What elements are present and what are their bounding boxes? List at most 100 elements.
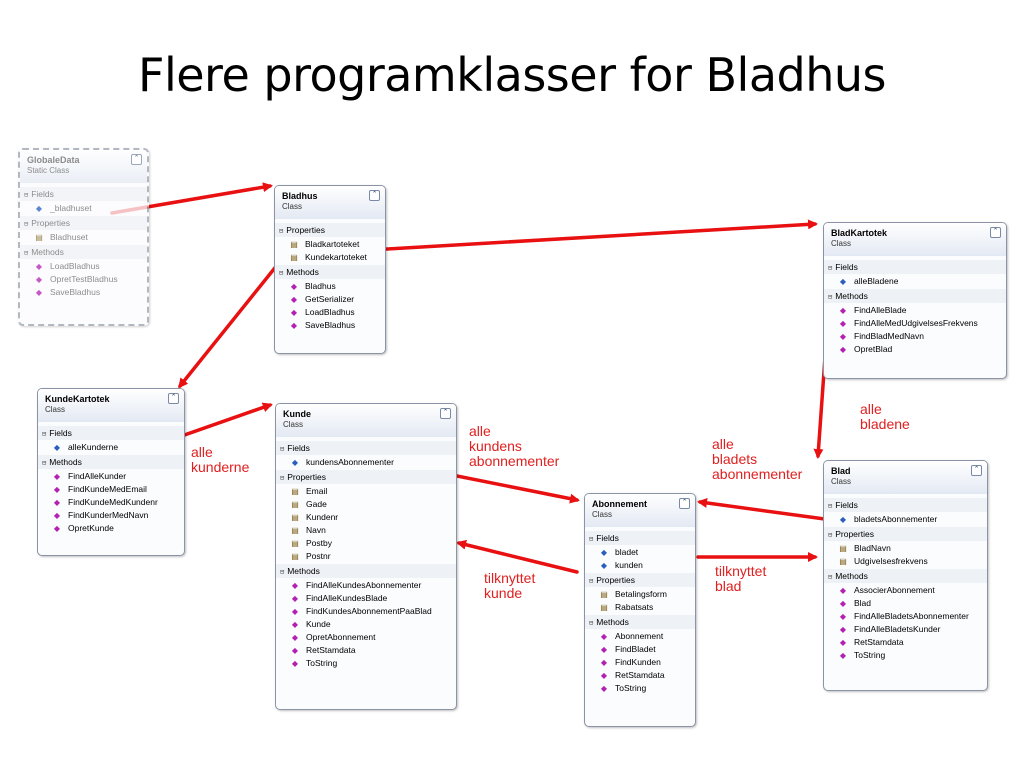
property-item: ▤Postby: [291, 537, 332, 548]
label-alle-bladets-abonnementer: alle bladets abonnementer: [712, 436, 803, 482]
section-methods[interactable]: ⊟Methods: [585, 615, 695, 629]
method-item: ◆SaveBladhus: [290, 319, 356, 330]
method-icon: ◆: [839, 611, 847, 621]
class-box-abonnement[interactable]: Abonnement Class ⌃ ⊟Fields ◆bladet ◆kund…: [584, 493, 696, 727]
section-properties[interactable]: ⊟Properties: [276, 470, 456, 484]
method-item: ◆ToString: [839, 649, 886, 660]
arrow-bladhus-to-bladkartotek: [368, 219, 818, 252]
minus-icon: ⊟: [279, 227, 284, 235]
class-name: Abonnement: [592, 499, 647, 509]
collapse-icon[interactable]: ⌃: [369, 190, 380, 201]
class-box-bladhus[interactable]: Bladhus Class ⌃ ⊟Properties ▤Bladkartote…: [274, 185, 386, 354]
minus-icon: ⊟: [589, 577, 594, 585]
section-fields[interactable]: ⊟Fields: [824, 498, 987, 512]
section-fields[interactable]: ⊟Fields: [585, 531, 695, 545]
method-icon: ◆: [35, 287, 43, 297]
class-kind: Class: [831, 477, 852, 486]
method-item: ◆FindAlleKundesBlade: [291, 592, 388, 603]
collapse-icon[interactable]: ⌃: [679, 498, 690, 509]
method-icon: ◆: [600, 631, 608, 641]
property-icon: ▤: [290, 252, 298, 262]
class-box-globaledata[interactable]: GlobaleData Static Class ⌃ ⊟Fields ◆_bla…: [18, 148, 149, 326]
arrow-blad-to-abonnement: [697, 497, 834, 522]
method-item: ◆FindKundesAbonnementPaaBlad: [291, 605, 432, 616]
class-kind: Class: [592, 510, 613, 519]
method-item: ◆FindKundeMedKundenr: [53, 496, 158, 507]
method-item: ◆FindKunderMedNavn: [53, 509, 149, 520]
method-item: ◆FindAlleBladetsKunder: [839, 623, 941, 634]
minus-icon: ⊟: [828, 573, 833, 581]
section-properties[interactable]: ⊟Properties: [275, 223, 385, 237]
method-icon: ◆: [35, 274, 43, 284]
section-fields[interactable]: ⊟Fields: [38, 426, 184, 440]
class-box-blad[interactable]: Blad Class ⌃ ⊟Fields ◆bladetsAbonnemente…: [823, 460, 988, 691]
field-item: ◆bladet: [600, 546, 639, 557]
method-item: ◆Blad: [839, 597, 872, 608]
field-item: ◆alleBladene: [839, 275, 899, 286]
section-methods[interactable]: ⊟Methods: [276, 564, 456, 578]
collapse-icon[interactable]: ⌃: [131, 154, 142, 165]
section-properties[interactable]: ⊟Properties: [20, 216, 147, 230]
section-methods[interactable]: ⊟Methods: [38, 455, 184, 469]
property-icon: ▤: [291, 512, 299, 522]
property-item: ▤Kundekartoteket: [290, 251, 367, 262]
method-item: ◆FindBladMedNavn: [839, 330, 924, 341]
method-item: ◆OpretTestBladhus: [35, 273, 118, 284]
property-icon: ▤: [291, 486, 299, 496]
minus-icon: ⊟: [24, 191, 29, 199]
property-icon: ▤: [600, 589, 608, 599]
method-item: ◆Kunde: [291, 618, 331, 629]
field-item: ◆_bladhuset: [35, 202, 92, 213]
method-item: ◆ToString: [291, 657, 338, 668]
field-icon: ◆: [600, 547, 608, 557]
method-icon: ◆: [291, 606, 299, 616]
property-icon: ▤: [600, 602, 608, 612]
section-properties[interactable]: ⊟Properties: [824, 527, 987, 541]
method-icon: ◆: [839, 305, 847, 315]
minus-icon: ⊟: [24, 249, 29, 257]
collapse-icon[interactable]: ⌃: [971, 465, 982, 476]
section-methods[interactable]: ⊟Methods: [824, 569, 987, 583]
section-properties[interactable]: ⊟Properties: [585, 573, 695, 587]
field-icon: ◆: [35, 203, 43, 213]
method-icon: ◆: [290, 320, 298, 330]
class-box-kunde[interactable]: Kunde Class ⌃ ⊟Fields ◆kundensAbonnement…: [275, 403, 457, 710]
property-icon: ▤: [291, 525, 299, 535]
method-item: ◆FindAlleKunder: [53, 470, 127, 481]
minus-icon: ⊟: [589, 535, 594, 543]
section-fields[interactable]: ⊟Fields: [824, 260, 1006, 274]
class-box-kundekartotek[interactable]: KundeKartotek Class ⌃ ⊟Fields ◆alleKunde…: [37, 388, 185, 556]
section-fields[interactable]: ⊟Fields: [20, 187, 147, 201]
property-icon: ▤: [839, 543, 847, 553]
section-fields[interactable]: ⊟Fields: [276, 441, 456, 455]
method-icon: ◆: [839, 624, 847, 634]
minus-icon: ⊟: [279, 269, 284, 277]
method-item: ◆FindKunden: [600, 656, 661, 667]
minus-icon: ⊟: [828, 502, 833, 510]
collapse-icon[interactable]: ⌃: [168, 393, 179, 404]
method-icon: ◆: [35, 261, 43, 271]
property-item: ▤Bladhuset: [35, 231, 88, 242]
method-icon: ◆: [839, 637, 847, 647]
collapse-icon[interactable]: ⌃: [440, 408, 451, 419]
method-item: ◆FindKundeMedEmail: [53, 483, 147, 494]
method-item: ◆Bladhus: [290, 280, 336, 291]
section-methods[interactable]: ⊟Methods: [275, 265, 385, 279]
method-item: ◆SaveBladhus: [35, 286, 101, 297]
field-icon: ◆: [600, 560, 608, 570]
field-icon: ◆: [53, 442, 61, 452]
method-item: ◆FindAlleBlade: [839, 304, 907, 315]
method-item: ◆RetStamdata: [291, 644, 356, 655]
property-item: ▤Rabatsats: [600, 601, 654, 612]
method-icon: ◆: [839, 585, 847, 595]
minus-icon: ⊟: [828, 531, 833, 539]
method-icon: ◆: [53, 497, 61, 507]
minus-icon: ⊟: [280, 568, 285, 576]
class-box-bladkartotek[interactable]: BladKartotek Class ⌃ ⊟Fields ◆alleBladen…: [823, 222, 1007, 379]
property-icon: ▤: [291, 551, 299, 561]
section-methods[interactable]: ⊟Methods: [824, 289, 1006, 303]
field-item: ◆alleKunderne: [53, 441, 119, 452]
section-methods[interactable]: ⊟Methods: [20, 245, 147, 259]
collapse-icon[interactable]: ⌃: [990, 227, 1001, 238]
property-item: ▤Kundenr: [291, 511, 339, 522]
